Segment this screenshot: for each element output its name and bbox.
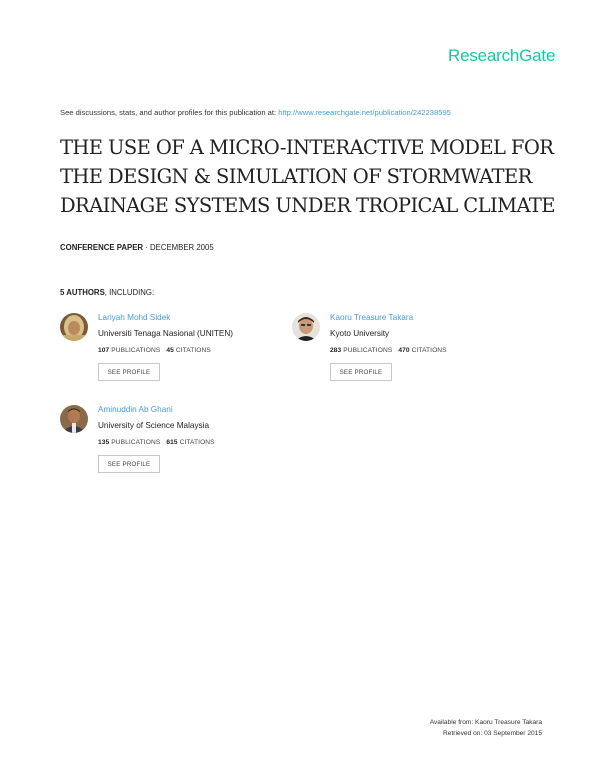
publications-label: PUBLICATIONS: [111, 347, 161, 354]
meta-separator: ·: [143, 243, 150, 252]
publication-type: CONFERENCE PAPER: [60, 243, 144, 252]
publications-count: 283: [330, 347, 342, 354]
authors-heading: 5 AUTHORS, INCLUDING:: [60, 288, 154, 297]
see-profile-button[interactable]: SEE PROFILE: [98, 363, 160, 381]
see-profile-button[interactable]: SEE PROFILE: [98, 455, 160, 473]
publications-label: PUBLICATIONS: [343, 347, 393, 354]
discussion-notice-text: See discussions, stats, and author profi…: [60, 108, 279, 117]
author-avatar[interactable]: [292, 313, 320, 341]
publication-date: DECEMBER 2005: [149, 243, 214, 252]
author-stats: 135 PUBLICATIONS 615 CITATIONS: [98, 439, 215, 446]
researchgate-logo[interactable]: ResearchGate: [448, 46, 556, 65]
author-stats: 107 PUBLICATIONS 45 CITATIONS: [98, 347, 211, 354]
author-stats: 283 PUBLICATIONS 470 CITATIONS: [330, 347, 447, 354]
author-avatar[interactable]: [60, 313, 88, 341]
citations-count: 45: [166, 347, 174, 354]
citations-count: 615: [166, 439, 178, 446]
publication-link[interactable]: http://www.researchgate.net/publication/…: [278, 108, 451, 117]
author-institution: University of Science Malaysia: [98, 421, 210, 430]
citations-label: CITATIONS: [179, 439, 215, 446]
publications-label: PUBLICATIONS: [111, 439, 161, 446]
citations-count: 470: [398, 347, 410, 354]
author-institution: Universiti Tenaga Nasional (UNITEN): [98, 329, 233, 338]
author-name[interactable]: Aminuddin Ab Ghani: [98, 405, 173, 414]
publications-count: 135: [98, 439, 110, 446]
author-institution: Kyoto University: [330, 329, 390, 338]
publications-count: 107: [98, 347, 110, 354]
author-avatar[interactable]: [60, 405, 88, 433]
retrieved-on: Retrieved on: 03 September 2015: [443, 730, 542, 737]
citations-label: CITATIONS: [411, 347, 447, 354]
authors-count: 5 AUTHORS: [60, 288, 105, 297]
authors-suffix: , INCLUDING:: [104, 288, 155, 297]
discussion-notice: See discussions, stats, and author profi…: [60, 108, 451, 117]
publication-meta: CONFERENCE PAPER · DECEMBER 2005: [60, 243, 214, 252]
citations-label: CITATIONS: [175, 347, 211, 354]
author-name[interactable]: Kaoru Treasure Takara: [330, 313, 414, 322]
author-name[interactable]: Lariyah Mohd Sidek: [98, 313, 171, 322]
retrieval-footer: Available from: Kaoru Treasure Takara Re…: [430, 717, 542, 739]
available-from: Available from: Kaoru Treasure Takara: [429, 719, 542, 726]
see-profile-button[interactable]: SEE PROFILE: [330, 363, 392, 381]
publication-title: THE USE OF A MICRO-INTERACTIVE MODEL FOR…: [60, 136, 556, 217]
